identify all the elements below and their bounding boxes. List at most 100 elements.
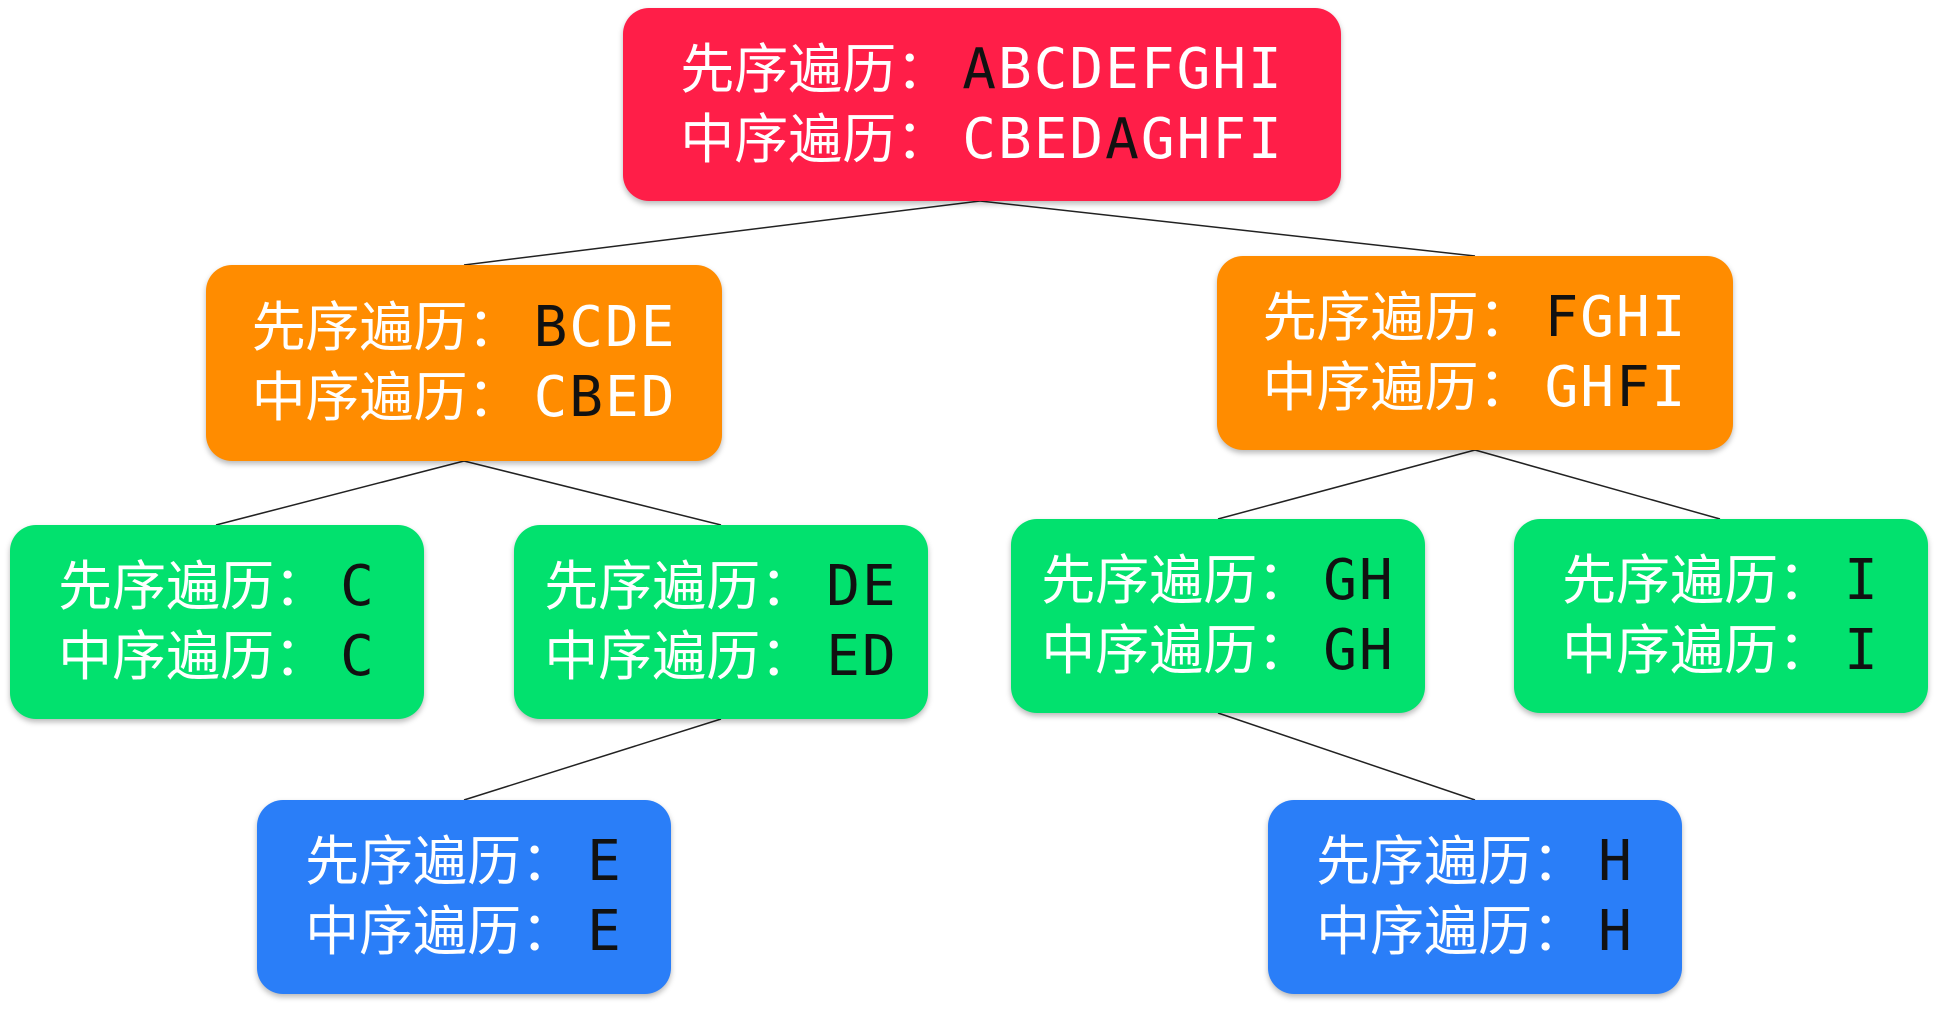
node-h: 先序遍历： H 中序遍历： H	[1268, 800, 1682, 994]
root-letter: E	[587, 899, 623, 964]
root-letter: D	[826, 554, 862, 619]
edge-bcde-de	[463, 460, 722, 526]
letter: D	[1069, 36, 1106, 102]
letter: C	[962, 106, 998, 172]
root-letter: F	[1616, 355, 1652, 420]
root-letter: C	[340, 624, 376, 689]
letter: I	[1651, 355, 1688, 420]
letter: F	[1212, 106, 1249, 172]
preorder-sequence: ABCDEFGHI	[962, 36, 1284, 102]
edge-bcde-c	[215, 460, 465, 526]
letter: F	[1140, 36, 1177, 102]
preorder-row: 先序遍历： E	[305, 831, 623, 893]
preorder-sequence: I	[1844, 550, 1880, 612]
letter: E	[605, 365, 641, 430]
preorder-label: 先序遍历：	[1262, 286, 1533, 349]
preorder-label: 先序遍历：	[544, 555, 815, 618]
inorder-sequence: GH	[1323, 620, 1394, 682]
preorder-sequence: E	[587, 831, 623, 893]
node-root: 先序遍历： ABCDEFGHI 中序遍历： CBEDAGHFI	[623, 8, 1341, 201]
letter: H	[1580, 355, 1616, 420]
letter: H	[1616, 285, 1652, 350]
letter: G	[1544, 355, 1581, 420]
preorder-sequence: FGHI	[1545, 287, 1688, 349]
node-fghi: 先序遍历： FGHI 中序遍历： GHFI	[1217, 256, 1733, 450]
root-letter: B	[533, 295, 570, 360]
edge-gh-h	[1217, 712, 1476, 801]
root-letter: A	[962, 36, 998, 102]
edge-root-bcde	[463, 200, 981, 266]
preorder-sequence: H	[1598, 831, 1634, 893]
inorder-row: 中序遍历： H	[1316, 901, 1634, 963]
letter: I	[1248, 36, 1284, 102]
letter: I	[1248, 106, 1284, 172]
letter: C	[533, 365, 570, 430]
inorder-sequence: ED	[826, 626, 897, 688]
preorder-row: 先序遍历： BCDE	[252, 297, 677, 359]
root-letter: H	[1359, 548, 1395, 613]
root-letter: C	[340, 554, 376, 619]
inorder-label: 中序遍历：	[1316, 900, 1587, 963]
edge-de-e	[463, 718, 722, 801]
node-bcde: 先序遍历： BCDE 中序遍历： CBED	[206, 265, 722, 461]
inorder-label: 中序遍历：	[58, 625, 329, 688]
letter: E	[640, 295, 677, 360]
preorder-row: 先序遍历： C	[58, 556, 376, 618]
root-letter: H	[1598, 899, 1634, 964]
letter: C	[569, 295, 605, 360]
preorder-label: 先序遍历：	[58, 555, 329, 618]
letter: I	[1651, 285, 1688, 350]
inorder-label: 中序遍历：	[305, 900, 576, 963]
letter: H	[1212, 36, 1249, 102]
preorder-label: 先序遍历：	[1041, 549, 1312, 612]
root-letter: I	[1844, 618, 1880, 683]
letter: E	[1033, 106, 1070, 172]
node-gh: 先序遍历： GH 中序遍历： GH	[1011, 519, 1425, 713]
root-letter: E	[862, 554, 898, 619]
root-letter: E	[587, 829, 623, 894]
inorder-sequence: GHFI	[1545, 357, 1688, 419]
inorder-sequence: CBED	[534, 367, 677, 429]
letter: C	[1033, 36, 1070, 102]
inorder-label: 中序遍历：	[1562, 619, 1833, 682]
inorder-sequence: E	[587, 901, 623, 963]
preorder-row: 先序遍历： I	[1562, 550, 1880, 612]
inorder-sequence: CBEDAGHFI	[962, 106, 1284, 172]
preorder-row: 先序遍历： FGHI	[1263, 287, 1688, 349]
letter: D	[640, 365, 677, 430]
inorder-label: 中序遍历：	[251, 366, 522, 429]
preorder-label: 先序遍历：	[1562, 549, 1833, 612]
inorder-label: 中序遍历：	[1262, 356, 1533, 419]
preorder-label: 先序遍历：	[251, 296, 522, 359]
root-letter: I	[1844, 548, 1880, 613]
inorder-row: 中序遍历： ED	[544, 626, 897, 688]
preorder-sequence: BCDE	[534, 297, 677, 359]
inorder-row: 中序遍历： E	[305, 901, 623, 963]
preorder-sequence: C	[340, 556, 376, 618]
letter: D	[605, 295, 641, 360]
inorder-row: 中序遍历： CBEDAGHFI	[680, 106, 1284, 172]
edge-fghi-gh	[1217, 449, 1476, 520]
preorder-sequence: GH	[1323, 550, 1394, 612]
inorder-label: 中序遍历：	[1041, 619, 1312, 682]
inorder-label: 中序遍历：	[544, 625, 815, 688]
inorder-row: 中序遍历： I	[1562, 620, 1880, 682]
inorder-row: 中序遍历： CBED	[252, 367, 677, 429]
node-e: 先序遍历： E 中序遍历： E	[257, 800, 671, 994]
preorder-label: 先序遍历：	[305, 830, 576, 893]
root-letter: G	[1323, 548, 1359, 613]
edge-root-fghi	[979, 200, 1476, 257]
root-letter: B	[569, 365, 605, 430]
letter: D	[1069, 106, 1106, 172]
node-de: 先序遍历： DE 中序遍历： ED	[514, 525, 928, 719]
inorder-sequence: I	[1844, 620, 1880, 682]
preorder-sequence: DE	[826, 556, 897, 618]
letter: G	[1580, 285, 1616, 350]
preorder-label: 先序遍历：	[1316, 830, 1587, 893]
preorder-row: 先序遍历： ABCDEFGHI	[680, 36, 1284, 102]
inorder-sequence: C	[340, 626, 376, 688]
root-letter: D	[862, 624, 898, 689]
inorder-sequence: H	[1598, 901, 1634, 963]
root-letter: F	[1544, 285, 1581, 350]
